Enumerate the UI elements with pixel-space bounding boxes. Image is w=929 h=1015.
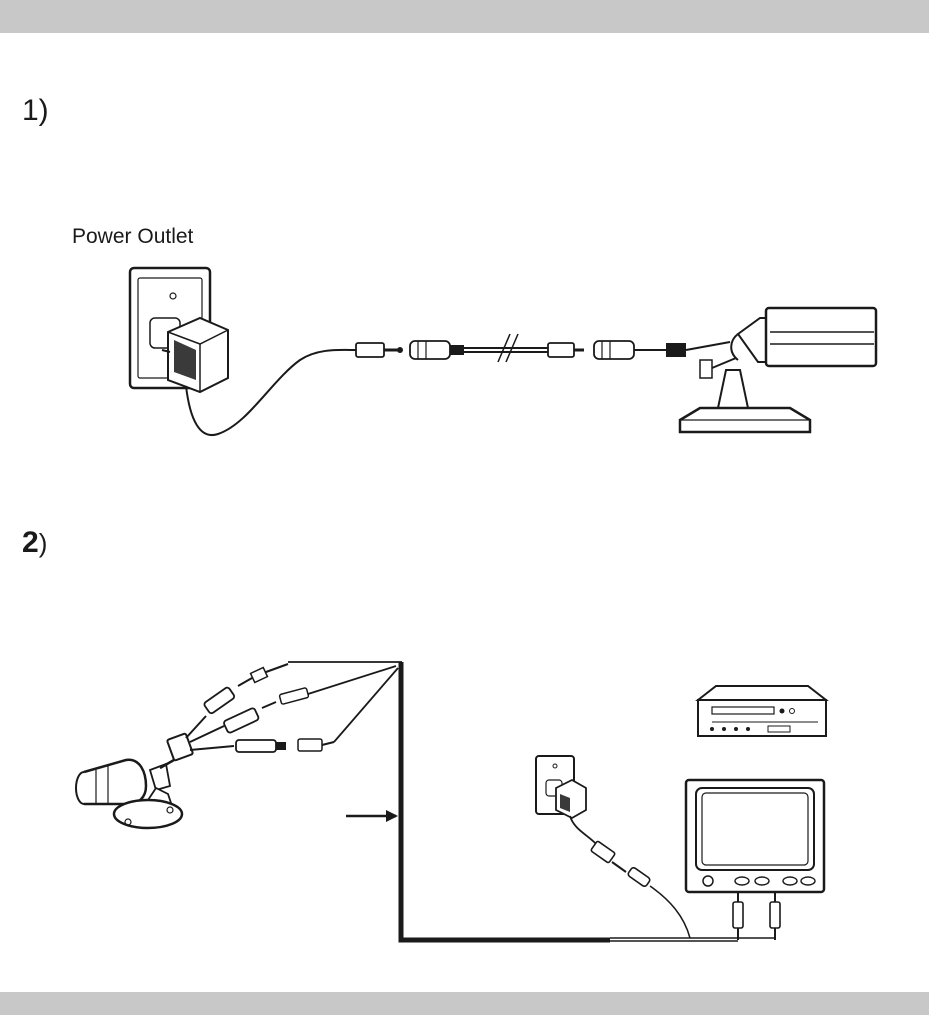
video-lead-connector-icon: [223, 688, 309, 734]
extension-plug-icon: [548, 343, 584, 357]
bullet-camera-icon: [680, 308, 876, 432]
rca-video-plug-icon: [733, 892, 743, 940]
tv-monitor-icon: [686, 780, 824, 892]
power-lead-connector-icon: [203, 664, 288, 714]
power-adapter-icon: [556, 780, 690, 938]
camera-socket-icon: [594, 341, 730, 359]
footer-bar: [0, 992, 929, 1015]
bullet-camera-icon: [76, 760, 182, 828]
dc-plug-icon: [356, 343, 403, 357]
dvr-recorder-icon: [698, 686, 826, 736]
extension-cable: [464, 334, 548, 362]
extension-cable-socket-icon: [410, 341, 464, 359]
rca-audio-plug-icon: [770, 892, 780, 940]
audio-lead-connector-icon: [236, 739, 334, 752]
camera-splitter-icon: [160, 716, 234, 768]
